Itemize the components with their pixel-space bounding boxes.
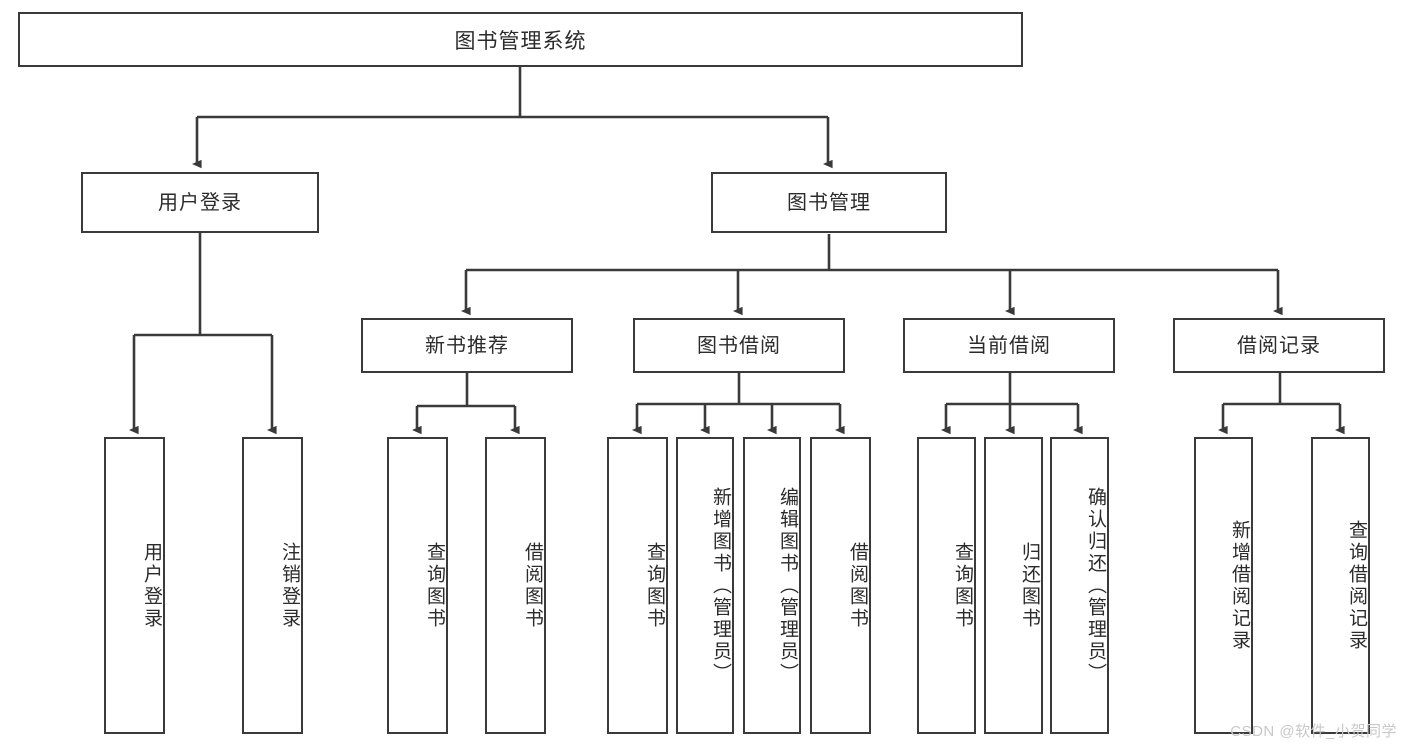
- node-book-borrow[interactable]: 图书借阅: [633, 318, 845, 373]
- node-label: 新增借阅记录: [1229, 519, 1250, 652]
- node-label: 图书管理系统: [454, 29, 587, 53]
- node-book-management[interactable]: 图书管理: [711, 172, 947, 233]
- node-label: 借阅图书: [522, 541, 543, 630]
- node-label: 新书推荐: [425, 334, 509, 357]
- node-label: 查询借阅记录: [1346, 519, 1367, 652]
- leaf-current-query-book[interactable]: 查询图书: [917, 437, 976, 734]
- node-label: 确认归还（管理员）: [1085, 486, 1106, 685]
- node-label: 归还图书: [1019, 541, 1040, 630]
- node-label: 图书借阅: [697, 334, 781, 357]
- node-label: 当前借阅: [967, 334, 1051, 357]
- node-label: 用户登录: [141, 541, 162, 630]
- node-root-system[interactable]: 图书管理系统: [18, 12, 1023, 67]
- node-label: 查询图书: [952, 541, 973, 630]
- leaf-user-login-login[interactable]: 用户登录: [104, 437, 165, 734]
- leaf-borrow-query-book[interactable]: 查询图书: [607, 437, 668, 734]
- node-label: 用户登录: [158, 191, 242, 214]
- node-label: 编辑图书（管理员）: [777, 486, 798, 685]
- node-new-book-recommend[interactable]: 新书推荐: [361, 318, 573, 373]
- leaf-record-query-record[interactable]: 查询借阅记录: [1311, 437, 1370, 734]
- node-label: 图书管理: [787, 191, 871, 214]
- node-borrow-record[interactable]: 借阅记录: [1173, 318, 1385, 373]
- leaf-current-confirm-return-admin[interactable]: 确认归还（管理员）: [1050, 437, 1109, 734]
- leaf-current-return-book[interactable]: 归还图书: [984, 437, 1043, 734]
- leaf-borrow-edit-book-admin[interactable]: 编辑图书（管理员）: [743, 437, 801, 734]
- node-user-login[interactable]: 用户登录: [81, 172, 319, 233]
- leaf-recommend-borrow-book[interactable]: 借阅图书: [485, 437, 546, 734]
- node-label: 借阅图书: [847, 541, 868, 630]
- node-label: 新增图书（管理员）: [710, 486, 731, 685]
- node-label: 查询图书: [424, 541, 445, 630]
- leaf-record-add-record[interactable]: 新增借阅记录: [1194, 437, 1253, 734]
- node-label: 借阅记录: [1237, 334, 1321, 357]
- leaf-user-login-logout[interactable]: 注销登录: [242, 437, 303, 734]
- node-current-borrow[interactable]: 当前借阅: [903, 318, 1115, 373]
- leaf-borrow-add-book-admin[interactable]: 新增图书（管理员）: [676, 437, 734, 734]
- watermark: CSDN @软件_小贺同学: [1230, 723, 1397, 740]
- node-label: 注销登录: [279, 541, 300, 630]
- node-label: 查询图书: [644, 541, 665, 630]
- leaf-borrow-borrow-book[interactable]: 借阅图书: [810, 437, 871, 734]
- leaf-recommend-query-book[interactable]: 查询图书: [387, 437, 448, 734]
